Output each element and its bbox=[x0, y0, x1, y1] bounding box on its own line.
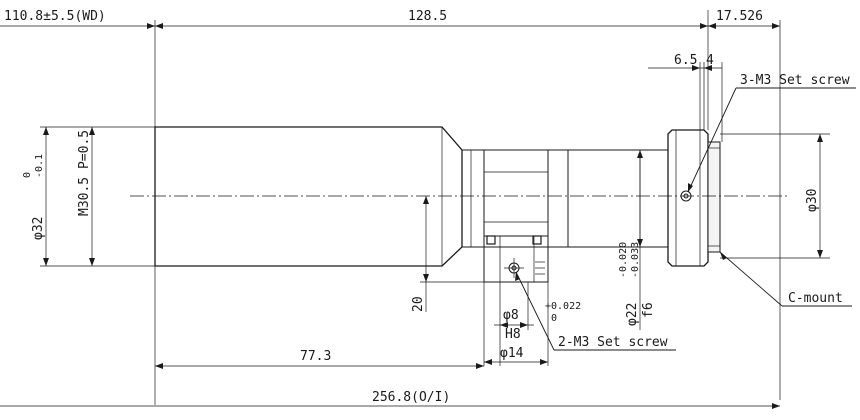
dim-dia-22: φ22 bbox=[625, 303, 640, 326]
lens-body bbox=[154, 126, 721, 283]
dim-77-3: 77.3 bbox=[300, 349, 331, 364]
dim-total bbox=[0, 403, 780, 409]
callout-3m3 bbox=[687, 87, 856, 193]
dim-128: 128.5 bbox=[408, 9, 447, 24]
dim-dia-30: φ30 bbox=[805, 189, 820, 212]
dim-h8: H8 bbox=[505, 327, 521, 342]
dim-wd: 110.8±5.5(WD) bbox=[4, 9, 106, 24]
dim-6-5: 6.5 bbox=[674, 53, 697, 68]
callout-3m3-label: 3-M3 Set screw bbox=[740, 73, 850, 88]
dim-left bbox=[40, 126, 155, 267]
dim-dia-8-tol-dn: 0 bbox=[551, 313, 557, 324]
dim-4: 4 bbox=[706, 53, 714, 68]
dim-dia-14: φ14 bbox=[500, 346, 524, 361]
screw-thread-hatch bbox=[535, 261, 545, 275]
dim-17: 17.526 bbox=[716, 9, 763, 24]
dim-77 bbox=[154, 266, 484, 405]
dim-dia-8: φ8 bbox=[503, 308, 519, 323]
callout-cmount bbox=[719, 251, 852, 307]
dim-height-20 bbox=[420, 196, 484, 312]
dim-dia-32: φ32 bbox=[31, 217, 46, 240]
dim-thread: M30.5 P=0.5 bbox=[77, 130, 92, 216]
dim-dia-32-tol-up: 0 bbox=[22, 172, 33, 178]
dim-top bbox=[0, 10, 781, 400]
dim-total-label: 256.8(O/I) bbox=[372, 390, 450, 405]
dim-dia-22-tol-up: -0.020 bbox=[618, 242, 629, 278]
dim-dia-22-tol-dn: -0.033 bbox=[630, 242, 641, 278]
set-screw-top bbox=[680, 190, 692, 202]
dim-right bbox=[720, 133, 830, 259]
callout-2m3-label: 2-M3 Set screw bbox=[558, 335, 668, 350]
dim-f6: f6 bbox=[641, 302, 656, 318]
callout-2m3 bbox=[515, 271, 676, 351]
dim-hole bbox=[483, 282, 549, 366]
dim-20: 20 bbox=[411, 296, 426, 312]
dim-dia-32-tol-dn: -0.1 bbox=[34, 154, 45, 178]
callout-cmount-label: C-mount bbox=[788, 291, 843, 306]
dim-dia-22-lines bbox=[637, 150, 643, 330]
set-screw-bottom bbox=[504, 258, 524, 278]
dim-dia-8-tol-up: +0.022 bbox=[545, 301, 581, 312]
